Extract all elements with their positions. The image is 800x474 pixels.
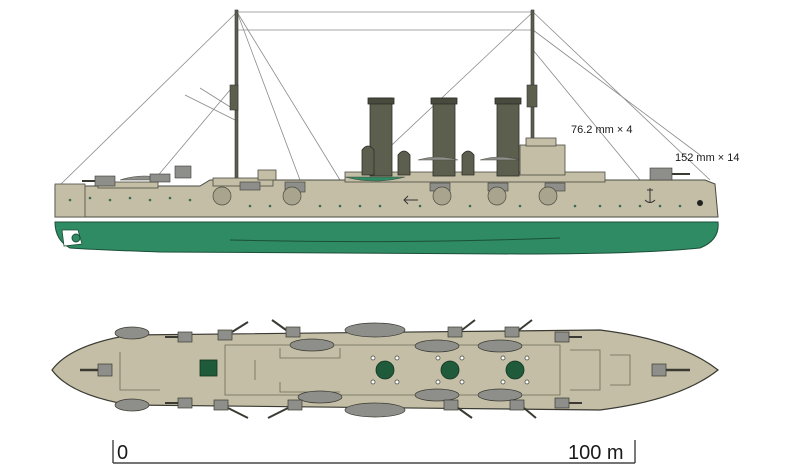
- superstructure: [97, 137, 606, 189]
- funnel-3: [496, 97, 520, 177]
- main-top: [526, 84, 538, 108]
- funnels: [361, 97, 522, 177]
- plan-view: [51, 319, 719, 419]
- scale-start-label: 0: [117, 442, 128, 464]
- side-profile: [54, 9, 719, 255]
- funnel-top-1: [375, 360, 395, 380]
- funnel-2: [432, 97, 456, 177]
- funnel-top-2: [440, 360, 460, 380]
- plan-guns: [80, 319, 690, 419]
- mainmast: [530, 9, 535, 151]
- hatch: [199, 359, 218, 377]
- anchor-icon: [403, 188, 656, 205]
- funnel-tops: [199, 359, 525, 380]
- plan-boats: [114, 322, 523, 418]
- scale-bar: 0 100 m: [112, 440, 636, 464]
- annotation-152mm: 152 mm × 14: [675, 152, 740, 164]
- scale-end-label: 100 m: [568, 442, 624, 464]
- fore-top: [229, 84, 239, 111]
- casemates: [212, 186, 558, 206]
- boot-topping: [55, 217, 718, 221]
- funnel-top-3: [505, 360, 525, 380]
- bridge: [519, 144, 566, 176]
- annotation-76mm: 76.2 mm × 4: [571, 124, 632, 136]
- rigging: [59, 11, 711, 186]
- hull-underwater: [54, 221, 719, 255]
- portholes: [68, 196, 703, 208]
